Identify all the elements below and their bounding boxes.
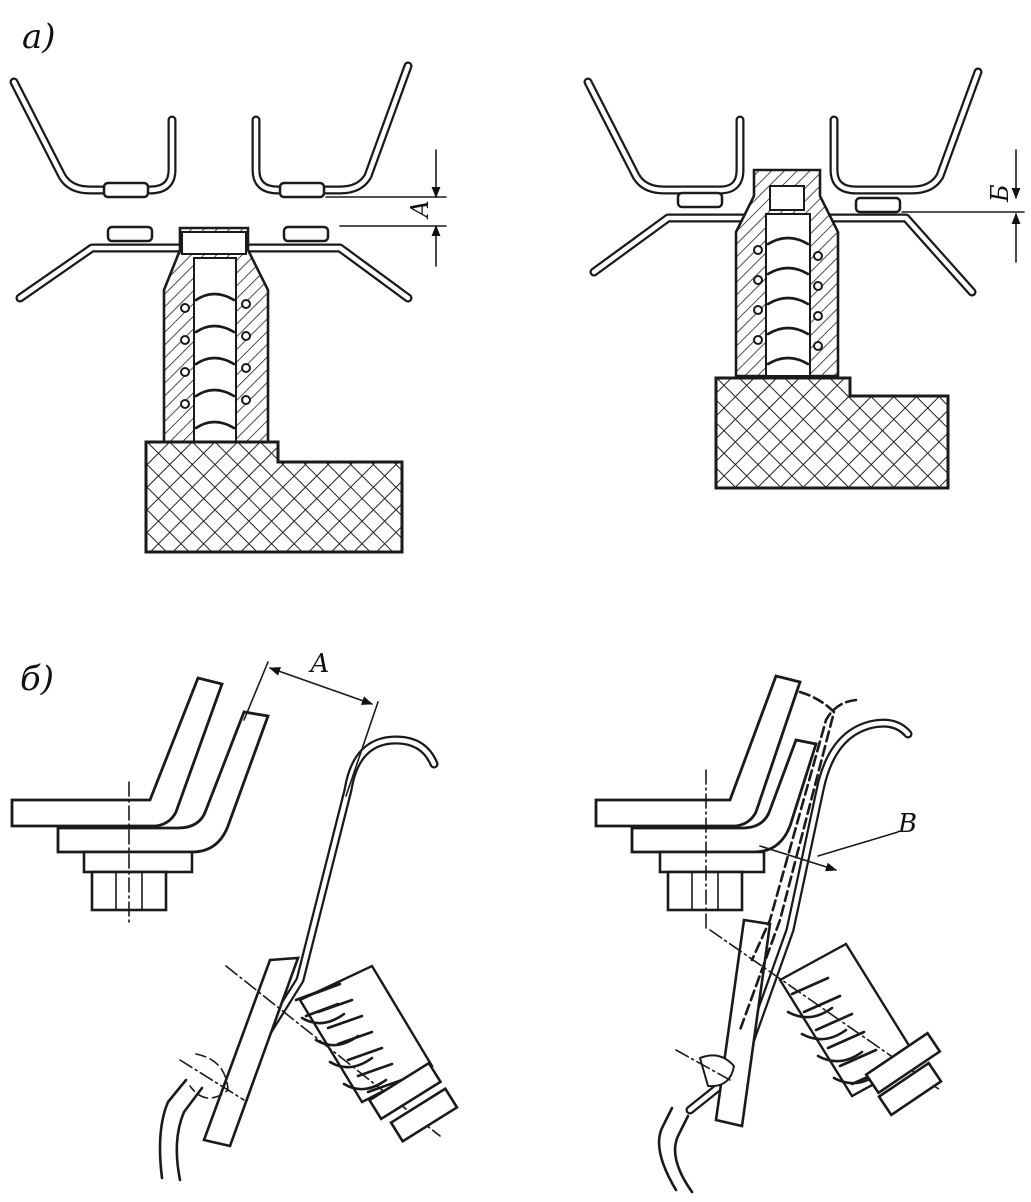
rivet — [854, 196, 902, 214]
spring-housing — [734, 168, 840, 378]
moving-contact-finger — [657, 690, 943, 1194]
coil-spring — [180, 292, 251, 430]
gap-label-a-lower: А — [308, 649, 330, 679]
upper-left-contact-finger — [9, 77, 177, 199]
fixed-contact-bracket — [594, 674, 818, 929]
dimension-gap-a-lower: А — [243, 649, 379, 797]
gap-label-v: В — [897, 809, 917, 839]
rivet — [106, 225, 154, 243]
fixed-contact-bracket — [10, 676, 270, 927]
panel-b-right-assembly: В — [594, 674, 943, 1194]
spring-nut — [367, 1061, 443, 1121]
dimension-gap-b: Б — [901, 149, 1025, 263]
panel-a-label: а) — [22, 17, 56, 57]
coil-spring — [753, 236, 823, 366]
rivet — [676, 191, 724, 209]
moving-contact-finger — [158, 735, 459, 1182]
rivet — [278, 181, 326, 199]
panel-b-left-assembly: б) — [10, 649, 459, 1182]
spring-nut — [864, 1031, 942, 1095]
hex-nut — [666, 870, 744, 912]
insulating-base — [144, 440, 404, 554]
upper-left-contact-finger — [583, 77, 745, 209]
panel-a-right-assembly: Б — [583, 67, 1025, 490]
dimension-gap-a: А — [325, 149, 447, 267]
insulating-base — [714, 376, 950, 490]
gap-label-a: А — [406, 200, 434, 220]
spring-nut — [389, 1086, 459, 1144]
spring-nut — [877, 1061, 943, 1117]
rivet — [102, 181, 150, 199]
dimension-gap-v: В — [759, 809, 917, 872]
spring-housing — [162, 226, 270, 444]
panel-a-left-assembly: а) — [9, 17, 447, 554]
gap-label-b: Б — [986, 184, 1014, 203]
panel-b-label: б) — [20, 659, 54, 699]
rivet — [282, 225, 330, 243]
upper-right-contact-finger — [251, 61, 413, 199]
upper-right-contact-finger — [829, 67, 983, 214]
